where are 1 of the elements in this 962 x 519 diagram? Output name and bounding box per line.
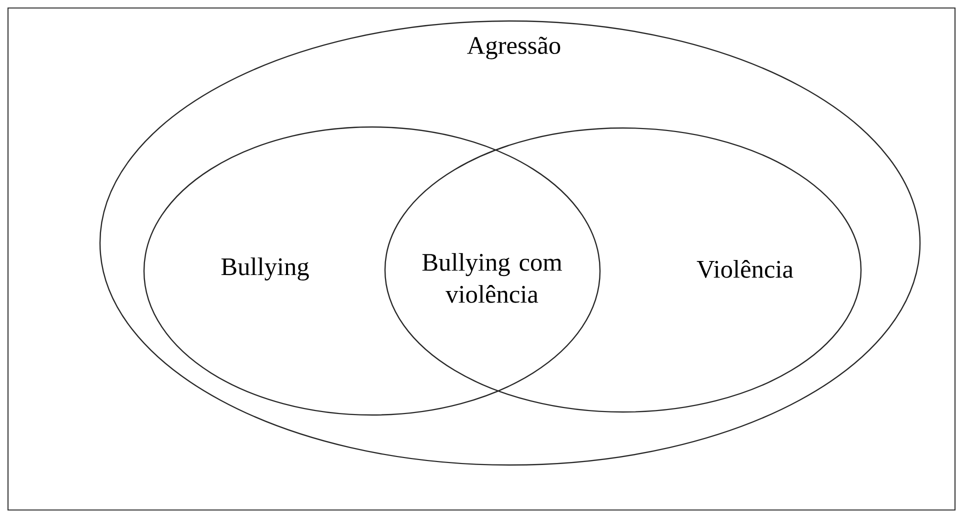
overlap-label: Bullying com violência bbox=[422, 253, 562, 303]
